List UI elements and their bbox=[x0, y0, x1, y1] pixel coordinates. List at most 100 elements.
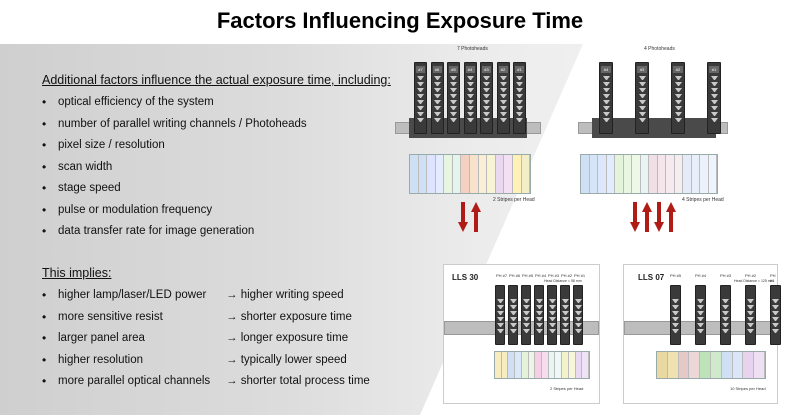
chevron-down-icon bbox=[522, 305, 530, 310]
stripes-caption: 4 Stripes per Head bbox=[682, 197, 724, 203]
stripe-strip bbox=[409, 154, 531, 194]
chevron-down-icon bbox=[509, 317, 517, 322]
chevron-down-icon bbox=[535, 311, 543, 316]
factors-section: Additional factors influence the actual … bbox=[42, 73, 422, 247]
stripe-strip bbox=[580, 154, 718, 194]
photohead-label: PH #3 bbox=[548, 273, 560, 278]
chevron-down-icon bbox=[672, 305, 679, 310]
photohead: #4 bbox=[463, 62, 477, 134]
chevron-down-icon bbox=[548, 311, 556, 316]
chevron-down-icon bbox=[509, 311, 517, 316]
stripe bbox=[649, 155, 658, 193]
arrow-down-icon bbox=[630, 202, 640, 232]
cause-text: more parallel optical channels bbox=[58, 375, 211, 387]
stripe bbox=[754, 352, 765, 378]
stripe bbox=[683, 155, 692, 193]
chevron-down-icon bbox=[450, 94, 457, 99]
chevron-down-icon bbox=[450, 106, 457, 111]
box-title: LLS 30 bbox=[452, 273, 479, 282]
stripes-caption: 2 Stripes per Head bbox=[550, 386, 584, 391]
list-item: scan width bbox=[42, 160, 422, 183]
photohead: #3 bbox=[480, 62, 493, 134]
arrow-up-icon bbox=[642, 202, 652, 232]
stripe bbox=[632, 155, 641, 193]
list-item: number of parallel writing channels / Ph… bbox=[42, 117, 422, 140]
stripe bbox=[548, 352, 556, 378]
chevron-down-icon bbox=[602, 94, 610, 99]
chevron-down-icon bbox=[417, 118, 424, 123]
chevron-down-icon bbox=[674, 76, 682, 81]
stripe bbox=[674, 155, 683, 193]
chevron-down-icon bbox=[602, 106, 610, 111]
cause-text: larger panel area bbox=[58, 332, 145, 344]
photohead bbox=[521, 285, 531, 345]
chevron-down-icon bbox=[561, 323, 569, 328]
diagram-caption: 7 Photoheads bbox=[457, 46, 488, 52]
photohead bbox=[534, 285, 544, 345]
chevron-down-icon bbox=[638, 88, 646, 93]
chevron-down-icon bbox=[772, 317, 779, 322]
chevron-down-icon bbox=[466, 76, 474, 81]
chevron-down-icon bbox=[574, 305, 582, 310]
stripes-caption: 10 Stripes per Head bbox=[730, 386, 766, 391]
stripe bbox=[623, 155, 632, 193]
chevron-down-icon bbox=[674, 106, 682, 111]
chevron-down-icon bbox=[638, 76, 646, 81]
chevron-down-icon bbox=[433, 76, 441, 81]
chevron-down-icon bbox=[574, 317, 582, 322]
photohead: #3 bbox=[635, 62, 649, 134]
chevron-down-icon bbox=[772, 299, 779, 304]
list-item: pixel size / resolution bbox=[42, 138, 422, 161]
photohead: #2 bbox=[671, 62, 685, 134]
stripe bbox=[667, 352, 679, 378]
chevron-down-icon bbox=[499, 118, 507, 123]
chevron-down-icon bbox=[516, 88, 523, 93]
stripe bbox=[515, 352, 522, 378]
photohead: #4 bbox=[599, 62, 613, 134]
chevron-down-icon bbox=[722, 299, 729, 304]
list-item: •more parallel optical channels→ shorter… bbox=[42, 374, 442, 397]
bullet-icon: • bbox=[42, 288, 47, 302]
chevron-down-icon bbox=[417, 82, 424, 87]
chevron-down-icon bbox=[672, 317, 679, 322]
stripe bbox=[589, 155, 598, 193]
chevron-down-icon bbox=[747, 323, 754, 328]
gantry-bar bbox=[592, 118, 716, 138]
chevron-down-icon bbox=[516, 100, 523, 105]
chevron-down-icon bbox=[516, 106, 523, 111]
stripe bbox=[691, 155, 700, 193]
chevron-down-icon bbox=[747, 311, 754, 316]
chevron-down-icon bbox=[674, 82, 682, 87]
chevron-down-icon bbox=[638, 94, 646, 99]
photohead-label: PH #1 bbox=[574, 273, 586, 278]
stripe bbox=[606, 155, 615, 193]
chevron-down-icon bbox=[561, 311, 569, 316]
chevron-down-icon bbox=[522, 299, 530, 304]
chevron-down-icon bbox=[450, 82, 457, 87]
list-item: •higher lamp/laser/LED power→ higher wri… bbox=[42, 288, 442, 311]
effect-text: → typically lower speed bbox=[226, 353, 347, 366]
chevron-down-icon bbox=[417, 106, 424, 111]
photohead-label: #3 bbox=[637, 66, 647, 73]
chevron-down-icon bbox=[697, 317, 704, 322]
photohead-label: #2 bbox=[498, 66, 508, 73]
photohead-label: PH #2 bbox=[561, 273, 573, 278]
page-title: Factors Influencing Exposure Time bbox=[216, 8, 584, 33]
chevron-down-icon bbox=[697, 323, 704, 328]
chevron-down-icon bbox=[710, 88, 718, 93]
photohead-label: #1 bbox=[515, 66, 524, 73]
list-item: data transfer rate for image generation bbox=[42, 224, 422, 247]
chevron-down-icon bbox=[522, 311, 530, 316]
stripe bbox=[721, 352, 733, 378]
chevron-down-icon bbox=[574, 311, 582, 316]
chevron-down-icon bbox=[496, 317, 504, 322]
chevron-down-icon bbox=[674, 100, 682, 105]
chevron-down-icon bbox=[672, 299, 679, 304]
chevron-down-icon bbox=[466, 106, 474, 111]
bullet-icon: • bbox=[42, 374, 47, 388]
photohead-label: #2 bbox=[673, 66, 683, 73]
chevron-down-icon bbox=[674, 88, 682, 93]
stripe bbox=[542, 352, 549, 378]
chevron-down-icon bbox=[710, 76, 718, 81]
stripe bbox=[582, 352, 590, 378]
